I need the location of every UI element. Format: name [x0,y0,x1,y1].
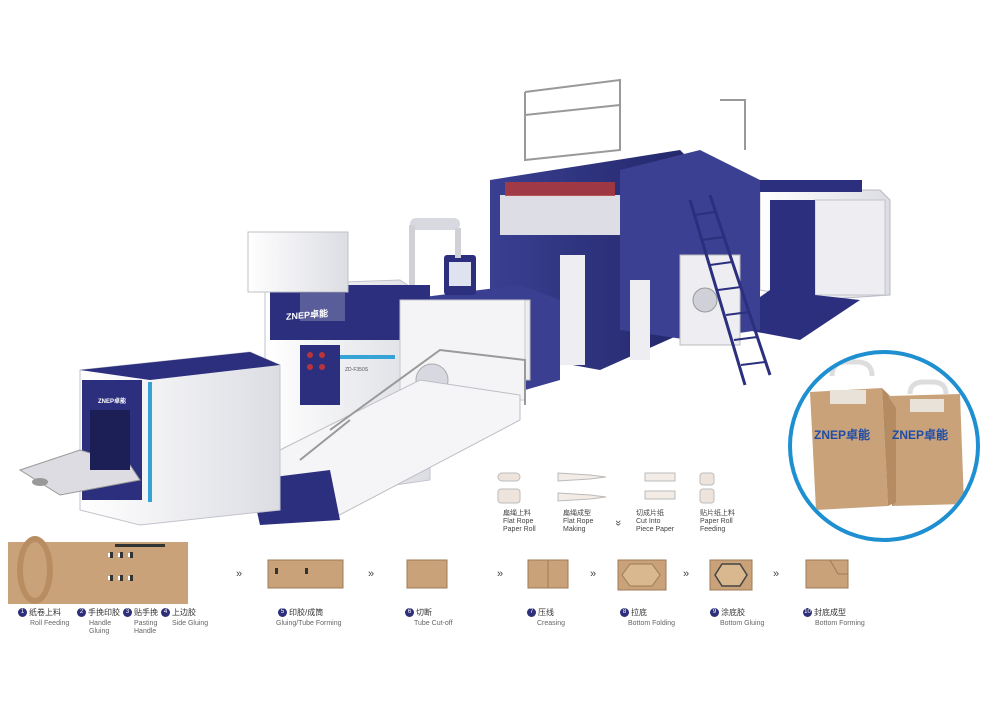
step-1-en: Roll Feeding [30,620,70,627]
flow-arrow-1: » [236,568,242,580]
step-3-en2: Handle [134,628,157,635]
delivery-unit [18,351,281,526]
step-2-en1: Handle [89,620,112,627]
step-9-en: Bottom Gluing [720,620,765,627]
step-6-en: Tube Cut-off [414,620,453,627]
paper-bags-image [810,359,964,510]
bottom-gluing-shape [709,559,753,591]
step-4-en: Side Gluing [172,620,209,627]
tube-shape [267,559,344,589]
process-strip-shapes [8,536,849,604]
step-3-en1: Pasting [134,620,158,627]
bottom-forming-shape [805,559,849,589]
step-7-en: Creasing [537,620,566,627]
flow-arrow-4: » [590,568,596,580]
step-5-en: Gluing/Tube Forming [276,620,342,627]
paper-roll-shape [8,536,188,604]
machine-model-label: ZD-F350S [345,367,369,373]
flow-arrow-3: » [497,568,503,580]
cut-tube-shape [406,559,448,589]
bottom-folding-shape [617,559,667,591]
flow-arrow-5: » [683,568,689,580]
tube-forming-unit [490,78,772,386]
rope-down-arrow: » [612,519,625,525]
rope-process-shapes [497,472,715,504]
bag-logo-right: ZNEP卓能 [892,428,949,442]
delivery-logo: ZNEP卓能 [98,399,127,405]
flow-arrow-2: » [368,568,374,580]
bag-making-machine-drawing [18,78,891,526]
step-10-en: Bottom Forming [815,620,865,627]
bag-logo-left: ZNEP卓能 [814,428,871,442]
flow-arrow-6: » [773,568,779,580]
step-8-en: Bottom Folding [628,620,676,627]
bottom-forming-unit [247,231,526,525]
creased-shape [527,559,569,589]
bag-inset-badge: ZNEP卓能 ZNEP卓能 [788,350,980,542]
step-2-en2: Gluing [89,628,110,635]
